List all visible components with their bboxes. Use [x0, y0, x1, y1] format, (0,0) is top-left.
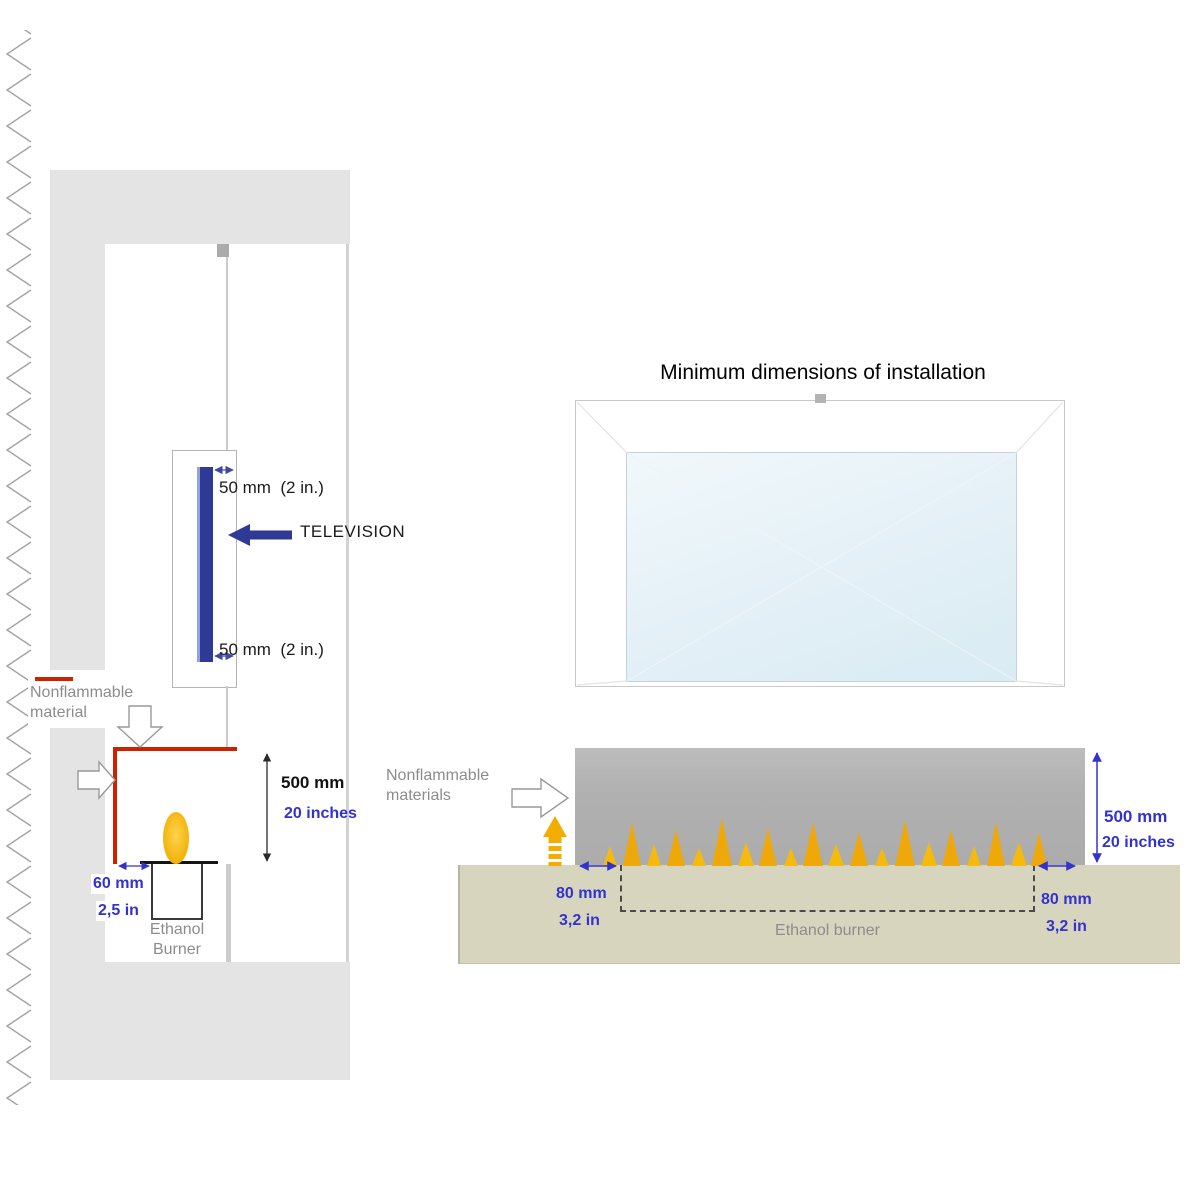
side-clearance-mm-label: 500 mm — [281, 773, 345, 792]
front-clearance-in-label: 20 inches — [1102, 834, 1175, 851]
nonflammable-material-label: Nonflammable material — [30, 684, 134, 721]
recess-back-line — [226, 244, 228, 450]
tv-side-profile — [197, 467, 213, 662]
right-arrow-front-icon — [511, 777, 570, 819]
red-nonflammable-top — [113, 747, 237, 751]
burner-dashed-outline — [620, 865, 1035, 912]
side-gap-in-label: 2,5 in — [96, 901, 141, 921]
inset-right-mm-label: 80 mm — [1041, 891, 1092, 908]
side-clearance-in-label: 20 inches — [284, 805, 357, 822]
front-clearance-mm-label: 500 mm — [1104, 807, 1168, 826]
frame-mount-block — [815, 394, 826, 403]
red-material-marker — [35, 677, 73, 681]
tv-mount-block — [217, 244, 229, 257]
burner-front-label: Ethanol burner — [775, 922, 880, 939]
red-nonflammable-side — [113, 747, 117, 864]
tv-top-gap-label: 50 mm (2 in.) — [219, 478, 324, 497]
side-gap-mm-label: 60 mm — [91, 874, 146, 894]
television-label: TELEVISION — [300, 522, 406, 541]
tv-screen — [626, 452, 1017, 682]
side-left-wall — [50, 170, 105, 1080]
lower-wall-line — [226, 864, 231, 962]
tv-bracket — [172, 450, 237, 688]
flame-icon — [163, 812, 189, 864]
wall-face-line — [346, 244, 349, 962]
nonflammable-panel — [575, 748, 1085, 867]
page-title: Minimum dimensions of installation — [660, 361, 986, 384]
nonflammable-materials-label: Nonflammable materials — [386, 767, 490, 804]
burner-side-label: Ethanol Burner — [149, 921, 205, 958]
inset-left-in-label: 3,2 in — [559, 912, 600, 929]
burner-box — [151, 864, 203, 920]
television-arrow-icon — [228, 524, 292, 546]
up-arrow-icon — [543, 816, 567, 866]
tv-bottom-gap-label: 50 mm (2 in.) — [219, 640, 324, 659]
mid-wall-line — [226, 686, 228, 747]
side-bottom-wall — [105, 962, 350, 1080]
inset-left-mm-label: 80 mm — [556, 885, 607, 902]
side-top-wall — [105, 170, 350, 244]
hearth-bench — [458, 865, 1180, 964]
inset-right-in-label: 3,2 in — [1046, 918, 1087, 935]
